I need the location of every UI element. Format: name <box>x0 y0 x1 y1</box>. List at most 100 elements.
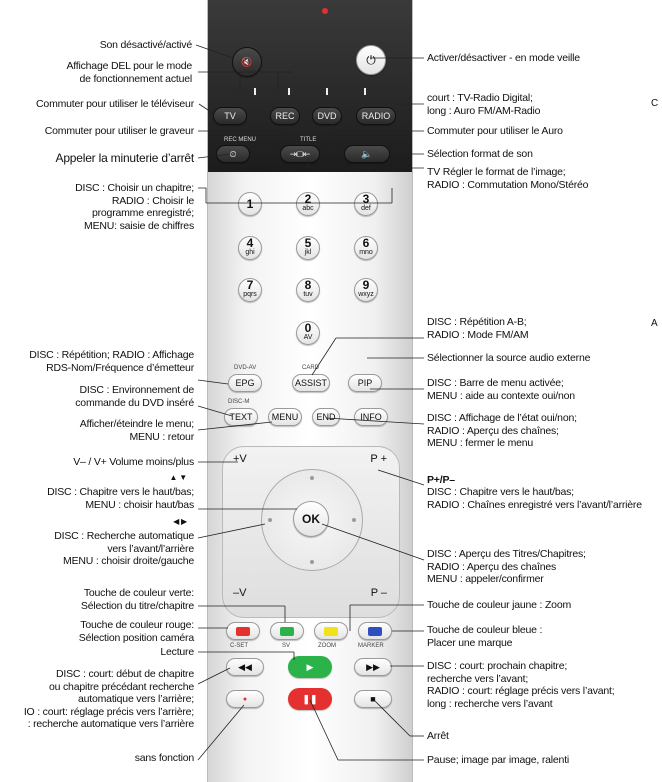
right-arrow-icon[interactable] <box>352 518 356 522</box>
menu-button[interactable]: MENU <box>268 408 302 426</box>
edge-letter-a: A <box>651 318 658 329</box>
yellow-key[interactable] <box>314 622 348 640</box>
rec-button-label: REC <box>275 111 295 121</box>
digit-number: 9 <box>362 278 370 292</box>
digit-letters: tuv <box>303 291 313 298</box>
label-sound: Sélection format de son <box>427 148 533 160</box>
fast-forward-button[interactable]: ▶▶ <box>354 658 392 676</box>
pip-button[interactable]: PIP <box>348 374 382 392</box>
tv-button[interactable]: TV <box>213 107 247 125</box>
up-arrow-icon[interactable] <box>310 476 314 480</box>
label-blue: Touche de couleur bleue : Placer une mar… <box>427 624 543 649</box>
rec-menu-caption: REC MENU <box>224 137 257 143</box>
title-aspect-button[interactable]: ⇥□⇤ <box>280 145 320 163</box>
end-button[interactable]: END <box>312 408 340 426</box>
tv-button-label: TV <box>224 111 236 121</box>
record-button[interactable]: ● <box>226 690 264 708</box>
pause-button[interactable]: ❚❚ <box>288 688 332 710</box>
label-info: DISC : Barre de menu activée; MENU : aid… <box>427 377 575 402</box>
digit-number: 5 <box>304 236 312 250</box>
label-menu: Afficher/éteindre le menu; MENU : retour <box>79 418 194 443</box>
card-caption: CARD <box>302 365 320 371</box>
label-digits: DISC : Choisir un chapitre; RADIO : Choi… <box>75 182 194 232</box>
yellow-swatch <box>324 626 338 636</box>
label-red: Touche de couleur rouge: Sélection posit… <box>78 619 194 644</box>
red-swatch <box>236 626 250 636</box>
down-arrow-icon[interactable] <box>310 560 314 564</box>
digit-letters: AV <box>303 334 313 341</box>
label-mute: Son désactivé/activé <box>99 39 193 51</box>
rewind-button[interactable]: ◀◀ <box>226 658 264 676</box>
ok-button[interactable]: OK <box>293 501 329 537</box>
power-button[interactable]: ⏻ <box>356 45 386 75</box>
pip-label: PIP <box>357 378 373 388</box>
green-key[interactable] <box>270 622 304 640</box>
play-icon: ▶ <box>306 661 314 672</box>
label-nofunc: sans fonction <box>134 752 194 764</box>
menu-label: MENU <box>271 412 299 422</box>
power-icon: ⏻ <box>366 52 376 67</box>
left-arrow-icon[interactable] <box>268 518 272 522</box>
label-pause: Pause; image par image, ralenti <box>427 754 570 766</box>
epg-button[interactable]: EPG <box>228 374 262 392</box>
navigation-area: +V –V P + P – OK <box>222 446 400 618</box>
led-dvd <box>326 88 328 95</box>
digit-letters: def <box>361 205 371 212</box>
blue-swatch <box>368 626 382 636</box>
timer-icon: ⏲ <box>229 148 237 159</box>
digit-number: 0 <box>304 321 312 335</box>
label-title: TV Régler le format de l’image; RADIO : … <box>427 166 589 191</box>
digit-letters: mno <box>359 249 373 256</box>
play-button[interactable]: ▶ <box>288 656 332 678</box>
label-play: Lecture <box>160 646 194 658</box>
sound-format-button[interactable]: 🔈 <box>344 145 390 163</box>
digit-letters: abc <box>302 205 314 212</box>
end-label: END <box>316 412 336 422</box>
text-label: TEXT <box>229 412 253 422</box>
digit-number: 6 <box>362 236 370 250</box>
rec-button[interactable]: REC <box>270 107 300 125</box>
red-key[interactable] <box>226 622 260 640</box>
label-end: DISC : Affichage de l’état oui/non; RADI… <box>427 412 577 449</box>
digit-number: 2 <box>304 192 312 206</box>
digit-letters: wxyz <box>358 291 374 298</box>
speaker-icon: 🔈 <box>361 148 373 159</box>
label-power: Activer/désactiver - en mode veille <box>427 52 580 64</box>
label-volume: V– / V+ Volume moins/plus <box>73 456 194 468</box>
digit-letters: ghi <box>245 249 255 256</box>
assist-button[interactable]: ASSIST <box>292 374 330 392</box>
sv-caption: SV <box>282 643 291 649</box>
digit-number: 7 <box>246 278 254 292</box>
label-timer: Appeler la minuterie d’arrêt <box>55 151 195 165</box>
digit-letters: jkl <box>304 249 312 256</box>
label-pp-head: P+/P– <box>427 474 455 486</box>
label-leftright: DISC : Recherche automatique vers l’avan… <box>54 530 194 567</box>
dvd-button[interactable]: DVD <box>312 107 342 125</box>
label-assist: DISC : Répétition A-B; RADIO : Mode FM/A… <box>427 316 529 341</box>
sleep-timer-button[interactable]: ⏲ <box>216 145 250 163</box>
digit-number: 4 <box>246 236 254 250</box>
led-rec <box>288 88 290 95</box>
direction-ring[interactable]: OK <box>261 469 363 571</box>
stop-button[interactable]: ■ <box>354 690 392 708</box>
speaker-mute-icon: 🔇 <box>241 56 253 67</box>
label-rec: Commuter pour utiliser le graveur <box>44 125 194 137</box>
rewind-icon: ◀◀ <box>238 661 252 672</box>
digit-1-button[interactable]: 1 <box>238 192 262 216</box>
radio-button[interactable]: RADIO <box>356 107 396 125</box>
led-radio <box>364 88 366 95</box>
label-epg: DISC : Répétition; RADIO : Affichage RDS… <box>29 349 194 374</box>
radio-button-label: RADIO <box>361 111 391 121</box>
blue-key[interactable] <box>358 622 392 640</box>
label-pip: Sélectionner la source audio externe <box>427 352 591 364</box>
